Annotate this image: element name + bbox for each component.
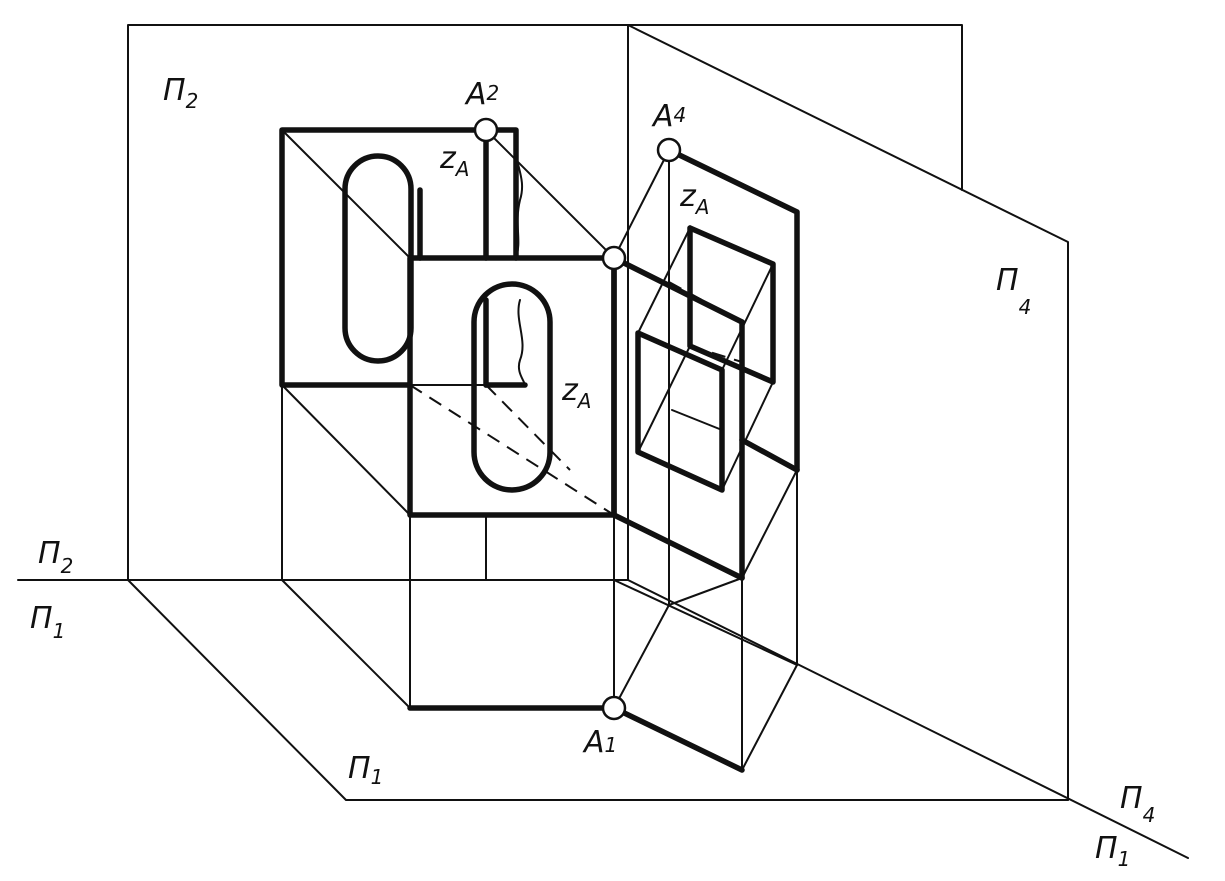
side-view-p4 bbox=[635, 147, 800, 605]
label-za-3: zA bbox=[679, 179, 709, 219]
object-side-face bbox=[407, 255, 800, 773]
label-plane-p4: П4 bbox=[996, 263, 1031, 319]
plane-p2-frame bbox=[127, 24, 963, 581]
label-axis-p1-right: П1 bbox=[1095, 831, 1130, 871]
plane-p1-frame bbox=[127, 579, 1069, 801]
label-plane-p2: П2 bbox=[163, 73, 198, 113]
label-za-2: zA bbox=[561, 373, 591, 413]
plane-p4-frame bbox=[627, 24, 1069, 801]
label-axis-p4: П4 bbox=[1120, 781, 1155, 827]
point-a2 bbox=[473, 117, 499, 143]
object-front-face bbox=[407, 255, 617, 518]
point-a4 bbox=[656, 137, 682, 163]
label-point-a4: A4 bbox=[651, 99, 686, 134]
point-a1 bbox=[601, 695, 627, 721]
label-axis-p1: П1 bbox=[30, 601, 65, 643]
label-plane-p1: П1 bbox=[348, 751, 383, 789]
label-point-a2: A2 bbox=[464, 77, 499, 112]
label-za-1: zA bbox=[439, 141, 469, 181]
label-point-a1: A1 bbox=[582, 725, 617, 760]
projection-connectors bbox=[281, 129, 798, 771]
label-axis-p2: П2 bbox=[38, 536, 73, 578]
point-a-object bbox=[601, 245, 627, 271]
